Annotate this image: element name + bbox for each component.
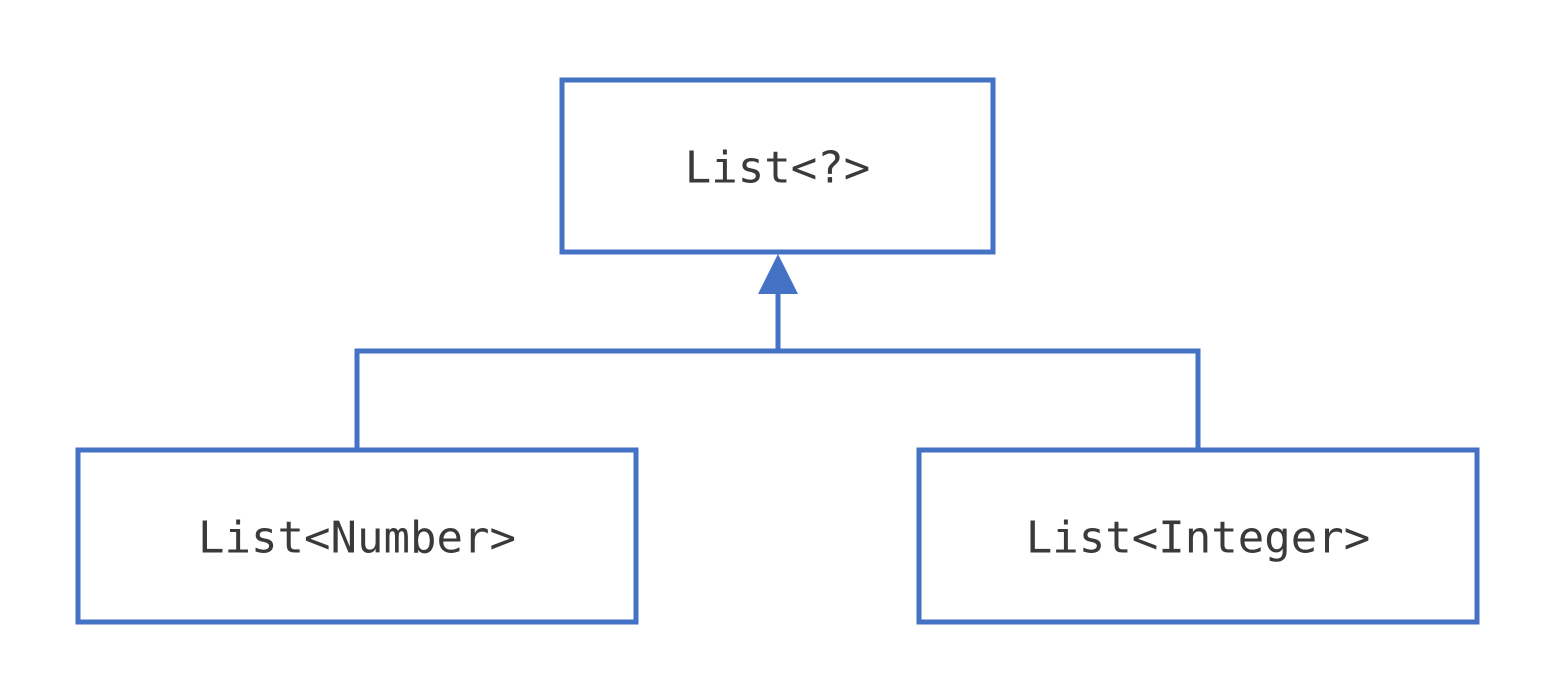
node-list-integer-label: List<Integer> [1026, 513, 1370, 564]
node-list-integer: List<Integer> [916, 447, 1480, 625]
node-list-number: List<Number> [75, 447, 639, 625]
node-list-wildcard-label: List<?> [685, 143, 870, 194]
inheritance-arrowhead-icon [758, 254, 798, 294]
node-list-integer-box [916, 447, 1480, 625]
generalization-connector [354, 254, 1201, 448]
connector-line-right-child [778, 348, 1201, 448]
node-list-number-box [75, 447, 639, 625]
node-list-number-label: List<Number> [198, 513, 516, 564]
node-list-wildcard-box [559, 77, 996, 255]
connector-line-left-child [354, 292, 781, 448]
node-list-wildcard: List<?> [559, 77, 996, 255]
